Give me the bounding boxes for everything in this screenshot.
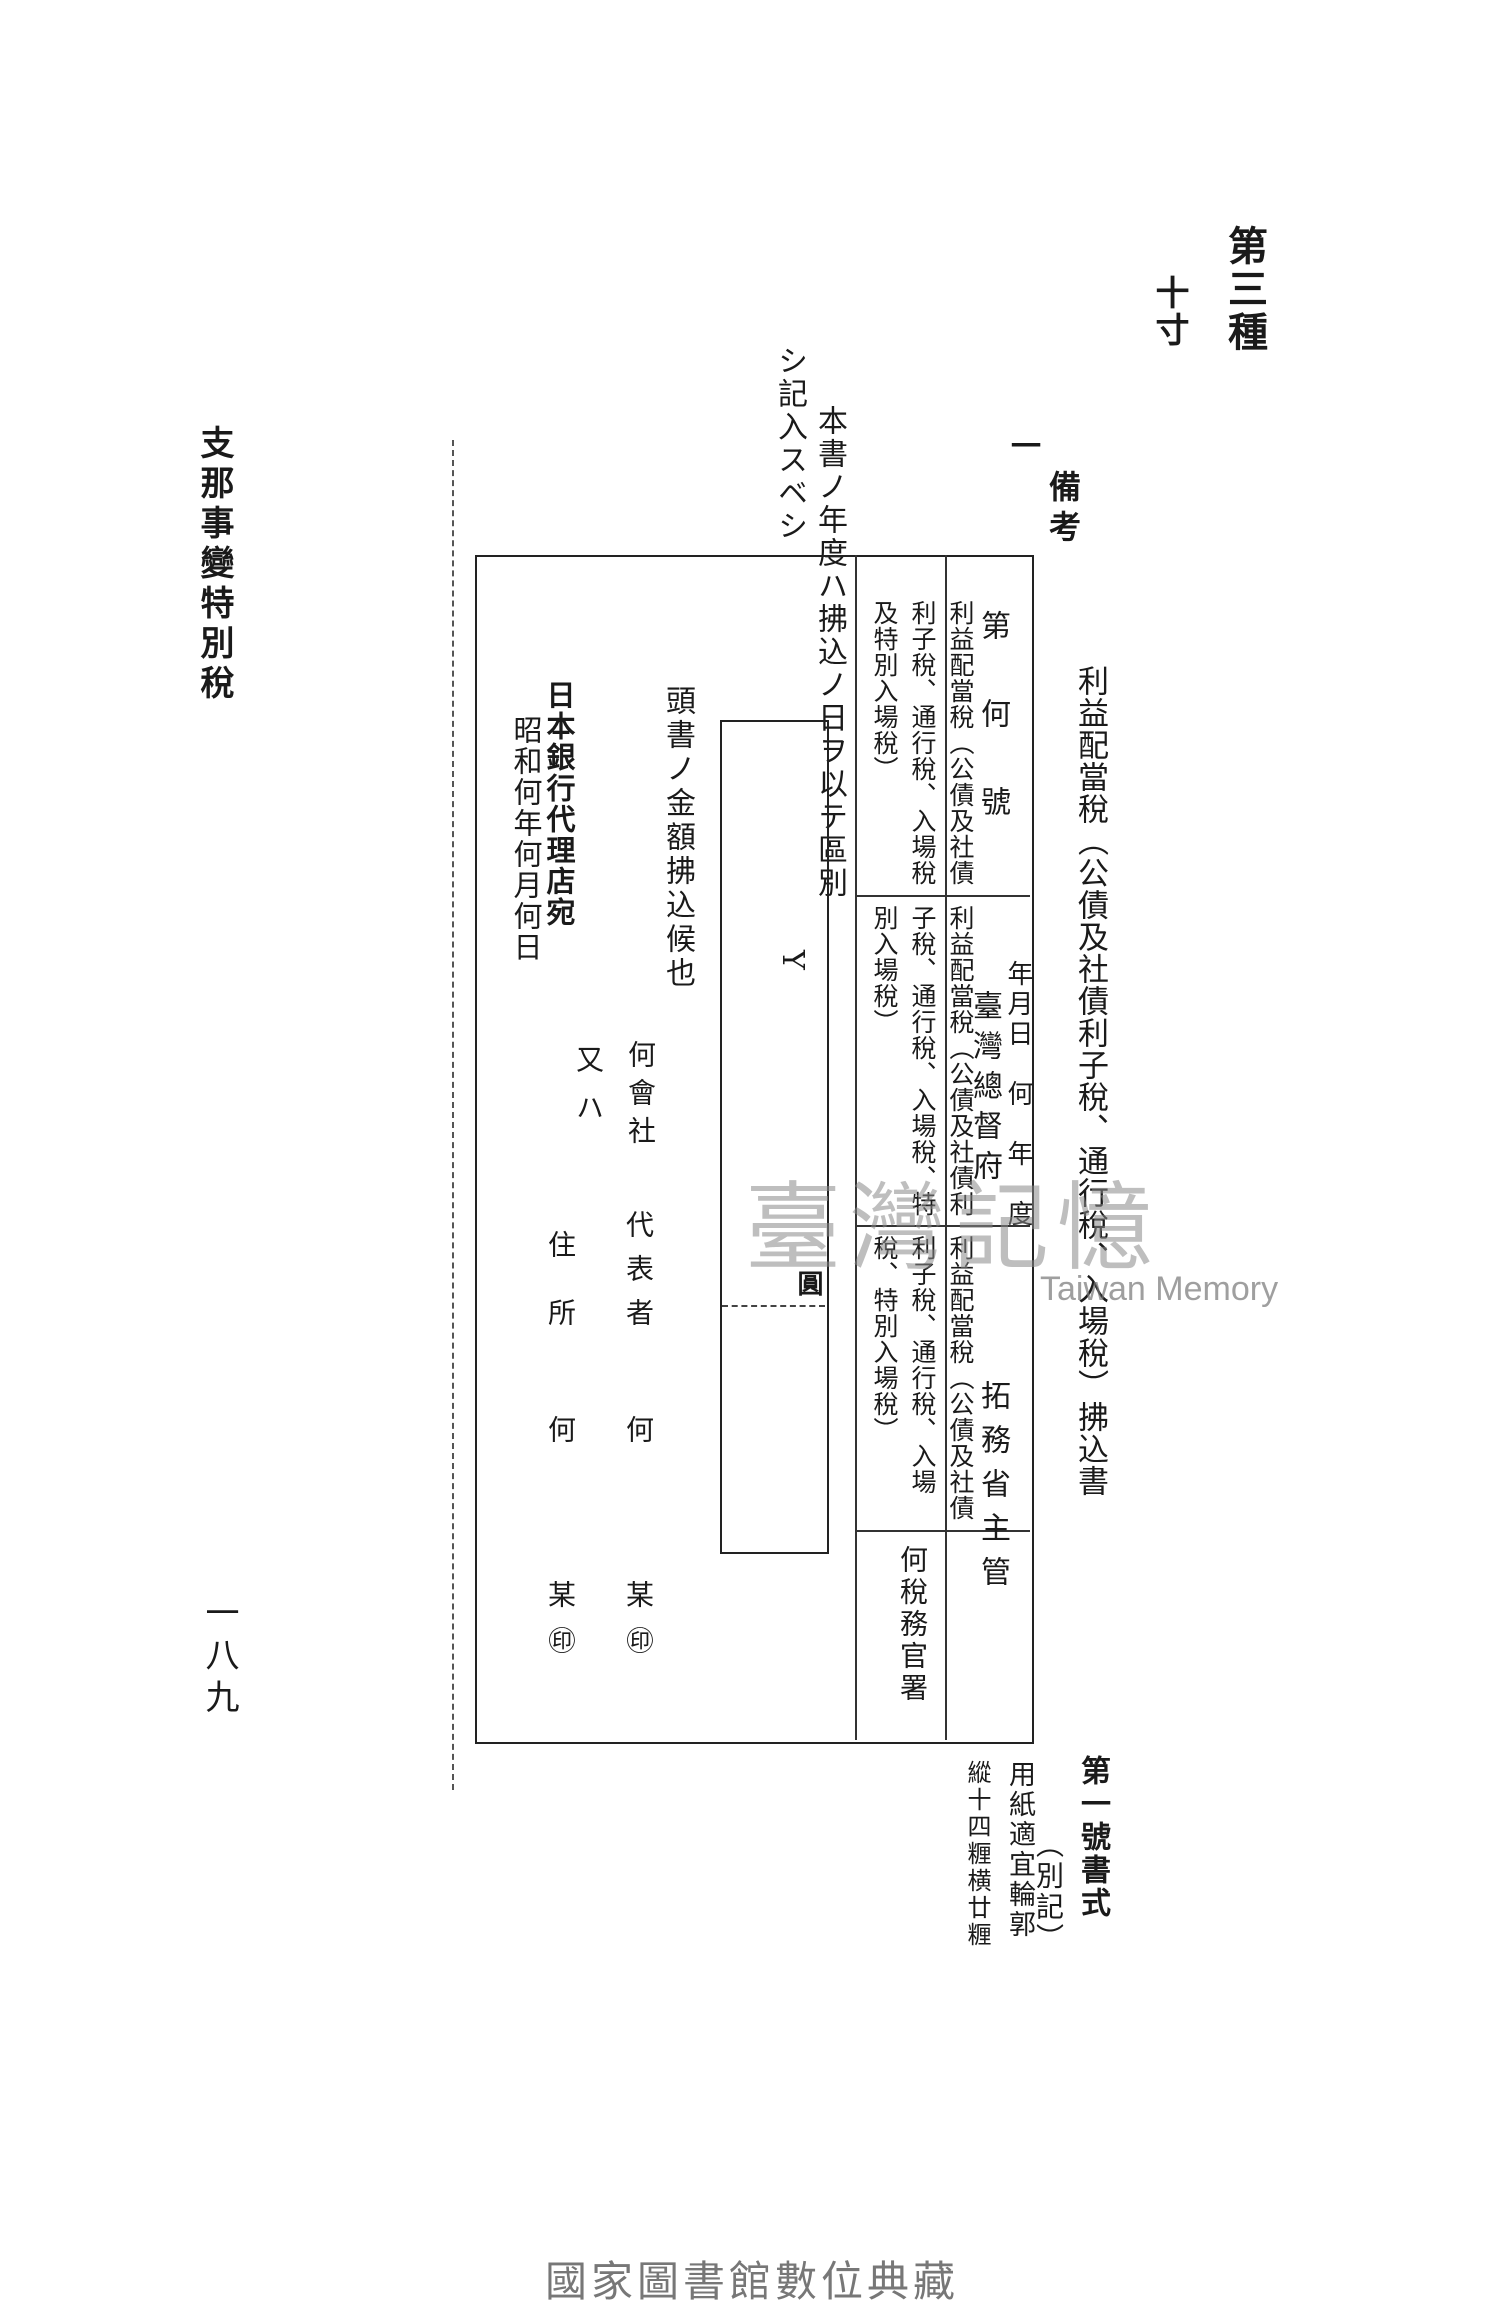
- form-header-divider: [945, 555, 947, 1740]
- form-number-note: 第一號書式: [1075, 1755, 1110, 1920]
- address-label: 住所: [544, 1230, 577, 1366]
- form-body-divider: [855, 555, 857, 1740]
- tax-cell-2: 利益配當稅（公債及社債利子稅、通行稅、入場稅、特別入場稅）: [870, 905, 975, 1217]
- fold-line: [452, 440, 454, 1790]
- form-recipient: 臺灣總督府: [967, 990, 1002, 1190]
- bank-label: 日本銀行代理店宛: [542, 680, 576, 928]
- date-line: 昭和何年何月何日: [509, 715, 543, 963]
- or-label: 又ハ: [572, 1045, 605, 1141]
- footer-library: 國家圖書館數位典藏: [545, 2257, 960, 2306]
- representative-name: 何: [622, 1415, 655, 1446]
- amount-box: [720, 720, 829, 1554]
- seal-1: 某㊞: [622, 1580, 655, 1672]
- tax-cell-3: 利益配當稅（公債及社債利子稅、通行稅、入場稅、特別入場稅）: [870, 1235, 975, 1521]
- amount-mark: Y: [775, 950, 810, 973]
- section-title: 支那事變特別稅: [194, 425, 234, 705]
- form-frame: [475, 555, 1034, 1744]
- form-date-label: 年月日 何 年 度: [1003, 960, 1033, 1230]
- form-title: 利益配當稅（公債及社債利子稅、通行稅、入場稅）拂込書: [1072, 665, 1108, 1497]
- page-number: 一八九: [199, 1595, 239, 1721]
- form-number-label: 第 何 號: [975, 610, 1010, 830]
- tax-cell-1: 利益配當稅（公債及社債利子稅、通行稅、入場稅及特別入場稅）: [870, 600, 975, 886]
- notes-item-number: 一: [1005, 430, 1040, 463]
- size-label: 十寸: [1149, 275, 1189, 349]
- form-ministry: 拓務省主管: [975, 1380, 1010, 1600]
- amount-box-divider: [722, 1305, 825, 1307]
- notes-line1: 本書ノ年度ハ拂込ノ日ヲ以テ區別: [812, 405, 847, 900]
- company-label: 何會社: [624, 1040, 657, 1154]
- stamp-mark: 圓: [793, 1270, 823, 1299]
- form-row-divider-1: [855, 895, 1030, 897]
- form-row-divider-2: [855, 1225, 1030, 1227]
- appendix-label: （別記）: [1032, 1830, 1065, 1954]
- form-row-divider-3: [855, 1530, 1030, 1532]
- size-note: 縱十四糎横廿糎: [963, 1760, 991, 1949]
- payment-text: 頭書ノ金額拂込候也: [660, 685, 695, 991]
- representative-label: 代表者: [622, 1210, 655, 1342]
- address-name: 何: [544, 1415, 577, 1446]
- seal-2: 某㊞: [544, 1580, 577, 1672]
- notes-line2: シ記入スベシ: [772, 345, 807, 543]
- notes-heading: 備考: [1044, 470, 1082, 550]
- paper-note: 用紙適宜輪郭: [1004, 1760, 1035, 1940]
- form-office: 何稅務官署: [896, 1545, 929, 1705]
- watermark-logo: 臺灣記憶: [745, 1172, 1161, 1284]
- watermark-latin: Taiwan Memory: [1040, 1270, 1279, 1308]
- form-kind: 第三種: [1221, 225, 1268, 354]
